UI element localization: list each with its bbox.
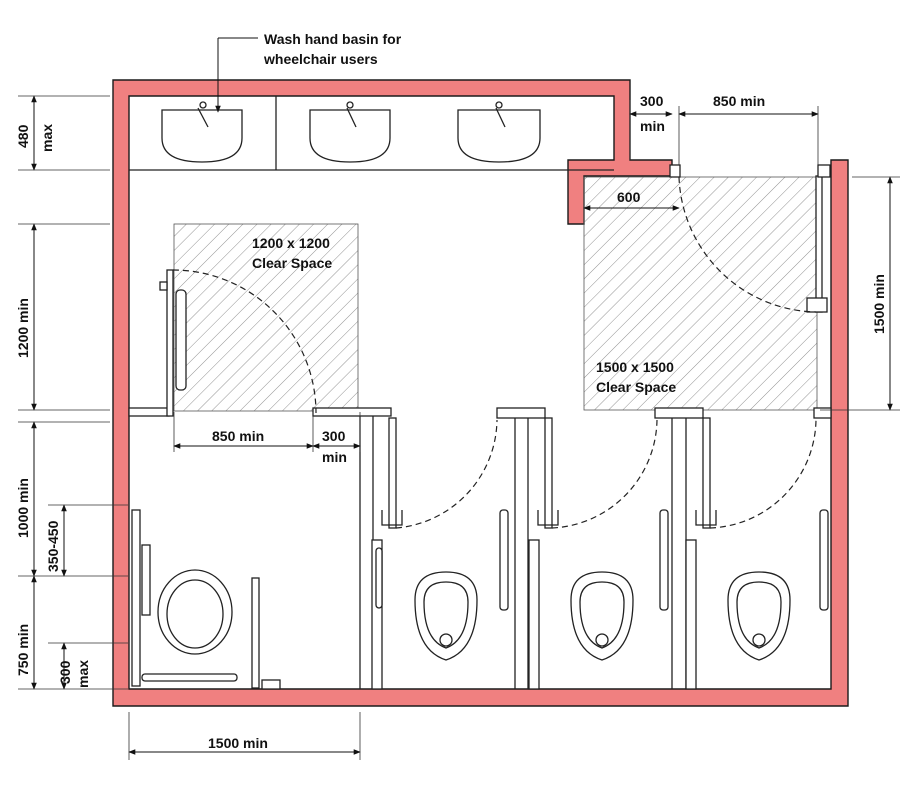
basin-callout-line2: wheelchair users	[263, 51, 378, 67]
dim-300-rail: 300 max	[48, 642, 128, 690]
svg-text:300: 300	[640, 93, 664, 109]
svg-text:750 min: 750 min	[15, 624, 31, 676]
svg-text:600: 600	[617, 189, 641, 205]
cubicle-partitions	[496, 407, 832, 689]
accessible-wc	[131, 509, 281, 690]
svg-text:850 min: 850 min	[713, 93, 765, 109]
cubicle-door-3	[695, 417, 817, 529]
wc-pan-2	[528, 509, 669, 690]
dim-300-mid: 300 min	[312, 412, 361, 465]
svg-text:1000 min: 1000 min	[15, 478, 31, 538]
accessible-cubicle-partition	[128, 407, 392, 689]
dim-1500-right: 1500 min	[820, 176, 900, 411]
clear-space-1500-zone	[583, 176, 818, 411]
basin-3	[457, 101, 541, 163]
accessible-door	[159, 269, 317, 417]
clear-space-1200-line2: Clear Space	[252, 255, 332, 271]
basin-callout-line1: Wash hand basin for	[264, 31, 402, 47]
dim-750: 750 min	[15, 575, 128, 690]
svg-text:300: 300	[57, 660, 73, 684]
dim-850-top: 850 min	[678, 93, 819, 165]
cubicle-door-2	[537, 417, 658, 529]
dim-600: 600	[583, 189, 680, 211]
dim-1500-bottom: 1500 min	[128, 712, 361, 760]
svg-text:max: max	[39, 124, 55, 152]
basin-accessible	[161, 101, 243, 163]
dim-480: 480 max	[15, 95, 110, 171]
svg-text:1200 min: 1200 min	[15, 298, 31, 358]
svg-text:480: 480	[15, 124, 31, 148]
svg-text:1500 min: 1500 min	[871, 274, 887, 334]
svg-text:max: max	[75, 660, 91, 688]
basin-2	[309, 101, 391, 163]
outer-wall	[112, 79, 849, 707]
svg-text:850 min: 850 min	[212, 428, 264, 444]
cubicle-door-1	[381, 417, 498, 529]
svg-text:1500 min: 1500 min	[208, 735, 268, 751]
dim-1200: 1200 min	[15, 223, 110, 411]
entrance-door	[669, 164, 831, 313]
svg-text:min: min	[322, 449, 347, 465]
svg-text:300: 300	[322, 428, 346, 444]
wc-pan-3	[685, 509, 829, 690]
svg-text:350-450: 350-450	[45, 520, 61, 572]
dim-1000: 1000 min	[15, 421, 110, 577]
dim-850-mid: 850 min	[173, 412, 314, 452]
clear-space-1500-line1: 1500 x 1500	[596, 359, 674, 375]
dim-300-top: 300 min	[629, 93, 673, 160]
svg-text:min: min	[640, 118, 665, 134]
clear-space-1200-zone	[173, 223, 359, 412]
dim-350-450: 350-450	[18, 504, 128, 577]
clear-space-1200-line1: 1200 x 1200	[252, 235, 330, 251]
wc-pan-1	[371, 509, 509, 690]
clear-space-1500-line2: Clear Space	[596, 379, 676, 395]
